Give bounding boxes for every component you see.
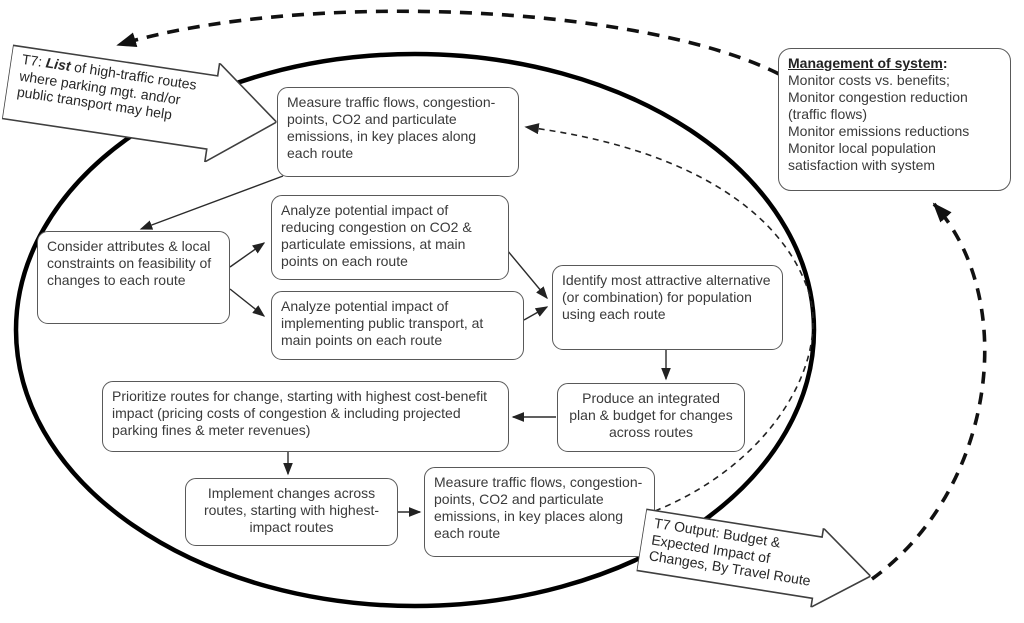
feedback-arc-management-to-list-icon (116, 9, 780, 76)
identify-alternative-box: Identify most attractive alternative (or… (552, 265, 783, 350)
t7-list-banner: T7: List of high-traffic routes where pa… (0, 32, 284, 171)
block-arrow-right-icon (635, 508, 872, 609)
consider-attributes-box: Consider attributes & local constraints … (37, 231, 230, 324)
arrow-measure-to-consider-icon (139, 175, 284, 230)
feedback-arc-measure-to-measure-icon (524, 123, 814, 512)
process-cycle-ellipse (13, 51, 817, 609)
measure-traffic-top-box: Measure traffic flows, congestion-points… (277, 87, 519, 177)
management-title: Management of system: (788, 55, 948, 71)
t7-output-banner: T7 Output: Budget & Expected Impact of C… (635, 500, 877, 615)
block-arrow-right-icon (1, 44, 278, 164)
arrow-consider-to-analyze2-icon (229, 288, 266, 317)
arrow-consider-to-analyze1-icon (229, 242, 266, 268)
management-line: Monitor costs vs. benefits; (788, 72, 950, 89)
prioritize-routes-box: Prioritize routes for change, starting w… (102, 381, 509, 452)
produce-plan-budget-box: Produce an integrated plan & budget for … (557, 383, 745, 452)
analyze-public-transport-box: Analyze potential impact of implementing… (271, 291, 524, 360)
management-line: Monitor local population satisfaction wi… (788, 140, 936, 174)
management-of-system-box: Management of system: Monitor costs vs. … (778, 48, 1011, 191)
feedback-arc-output-to-management-icon (870, 202, 987, 581)
implement-changes-box: Implement changes across routes, startin… (185, 478, 398, 546)
analyze-congestion-impact-box: Analyze potential impact of reducing con… (271, 195, 509, 280)
management-line: Monitor congestion reduction (traffic fl… (788, 89, 968, 123)
arrow-analyze2-to-identify-icon (523, 306, 549, 321)
management-line: Monitor emissions reductions (788, 123, 970, 140)
arrow-analyze1-to-identify-icon (506, 249, 548, 300)
measure-traffic-bottom-box: Measure traffic flows, congestion-points… (424, 467, 655, 557)
